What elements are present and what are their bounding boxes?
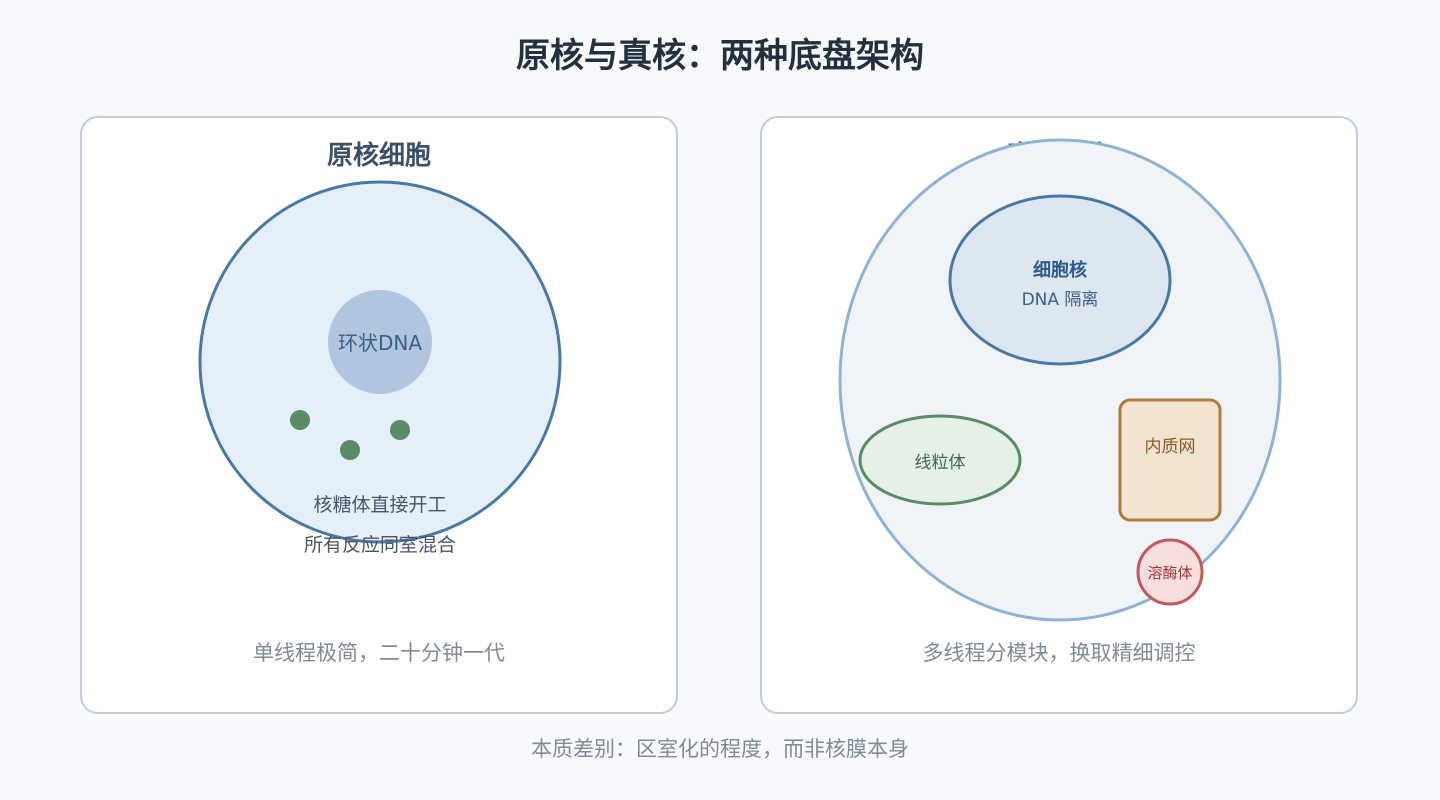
lysosome-label: 溶酶体	[1147, 564, 1192, 582]
eukaryote-caption: 多线程分模块，换取精细调控	[922, 641, 1196, 665]
circular-dna	[328, 290, 432, 394]
ribosome	[390, 420, 410, 440]
mitochondria	[858, 414, 1022, 506]
prokaryote-caption: 单线程极简，二十分钟一代	[253, 641, 505, 665]
eukaryote-diagram: 细胞核 DNA 隔离 线粒体 内质网 溶酶体	[838, 138, 1282, 622]
prokaryote-panel: 环状DNA 核糖体直接开工 所有反应同室混合 原核细胞 单线程极简，二十分钟一代	[80, 116, 678, 714]
nucleus-title: 细胞核	[1033, 259, 1087, 281]
prokaryote-diagram: 环状DNA 核糖体直接开工 所有反应同室混合	[198, 180, 562, 556]
prokaryote-title: 原核细胞	[326, 141, 431, 171]
ribosome-note: 核糖体直接开工	[313, 494, 446, 516]
nucleus	[948, 194, 1172, 366]
footer-note: 本质差别：区室化的程度，而非核膜本身	[531, 737, 909, 761]
er-label: 内质网	[1145, 437, 1196, 457]
lysosome	[1136, 538, 1204, 606]
endoplasmic-reticulum	[1118, 398, 1222, 522]
mixing-note: 所有反应同室混合	[304, 534, 456, 556]
ribosome	[290, 410, 310, 430]
ribosome	[340, 440, 360, 460]
eukaryote-panel: 真核细胞 细胞核 DNA 隔离 线粒体 内质网 溶酶体 多线程分模块，换取精细调…	[760, 116, 1358, 714]
mitochondria-label: 线粒体	[915, 453, 966, 473]
nucleus-subtitle: DNA 隔离	[1022, 290, 1099, 310]
page-title: 原核与真核：两种底盘架构	[516, 36, 924, 76]
circular-dna-label: 环状DNA	[338, 331, 422, 355]
